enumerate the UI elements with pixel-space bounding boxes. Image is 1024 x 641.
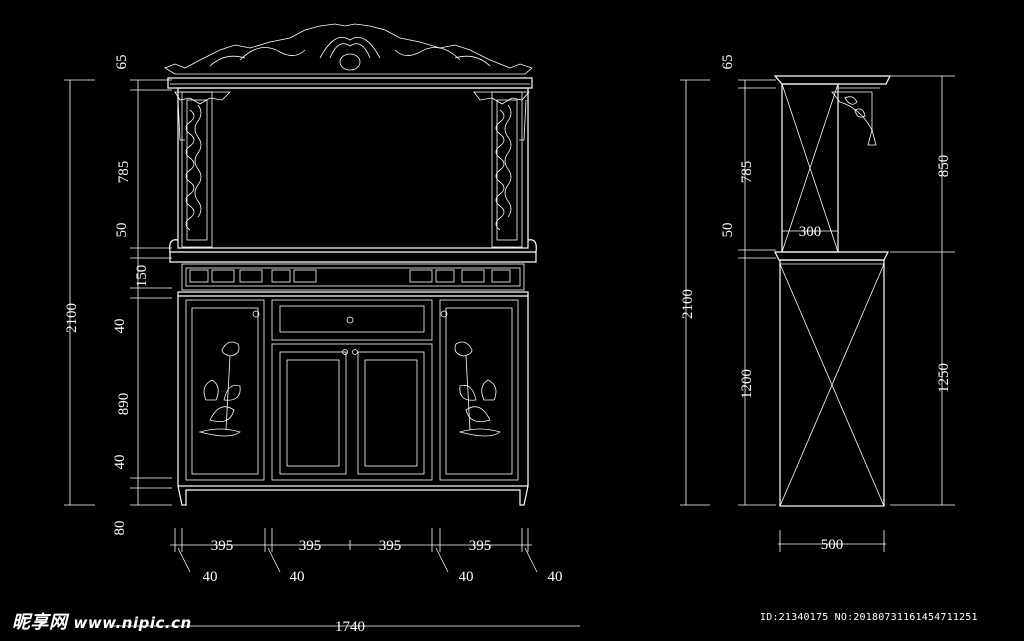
front-width-total: 1740	[335, 619, 365, 635]
side-cornice	[773, 75, 891, 85]
side-right-seg-1: 850	[936, 155, 952, 178]
image-id-line: ID:21340175 NO:20180731161454711251	[760, 612, 978, 623]
side-height-total: 2100	[680, 289, 696, 319]
side-bottom-depth: 500	[821, 537, 844, 553]
front-gap-2: 40	[290, 569, 305, 585]
front-gap-1: 40	[203, 569, 218, 585]
side-left-seg-2: 785	[739, 161, 755, 184]
left-carved-post	[174, 91, 231, 248]
drawer-band	[181, 263, 525, 291]
side-counter	[774, 251, 889, 261]
side-left-seg-1: 65	[720, 55, 736, 70]
front-bottom-width-2: 395	[299, 538, 322, 554]
side-bracket-carving	[831, 91, 877, 146]
side-lower-body	[779, 259, 885, 507]
watermark-logo-text: 昵享网	[12, 612, 68, 633]
cabinet-body	[177, 291, 529, 487]
front-dimensions: 2100 65 785 50 150 40 890 40 80	[64, 55, 580, 635]
front-bottom-width-3: 395	[379, 538, 402, 554]
center-drawer	[271, 299, 433, 341]
counter-top	[169, 239, 537, 263]
front-seg-3: 50	[114, 223, 130, 238]
mirror-frame	[177, 87, 529, 249]
front-height-total: 2100	[64, 303, 80, 333]
front-seg-7: 40	[112, 455, 128, 470]
side-view	[773, 75, 891, 507]
side-top-depth: 300	[799, 224, 822, 240]
front-seg-5: 40	[112, 319, 128, 334]
front-view	[164, 23, 537, 506]
right-carved-post	[473, 91, 530, 248]
front-seg-1: 65	[114, 55, 130, 70]
side-left-seg-3: 50	[720, 223, 736, 238]
front-bottom-width-1: 395	[211, 538, 234, 554]
legs	[177, 485, 529, 506]
side-right-seg-2: 1250	[936, 363, 952, 393]
front-gap-3: 40	[459, 569, 474, 585]
front-gap-4: 40	[548, 569, 563, 585]
cornice	[167, 77, 533, 89]
front-seg-2: 785	[116, 161, 132, 184]
front-seg-4: 150	[134, 265, 150, 288]
watermark-url: www.nipic.cn	[73, 614, 192, 632]
center-doors	[271, 343, 433, 481]
left-lotus-door	[185, 299, 265, 481]
front-bottom-width-4: 395	[469, 538, 492, 554]
side-dimensions: 2100 65 785 50 1200 300 850 1250 500	[680, 55, 955, 553]
crown-carving	[164, 23, 533, 85]
right-lotus-door	[439, 299, 519, 481]
front-seg-6: 890	[116, 393, 132, 416]
side-left-seg-4: 1200	[739, 369, 755, 399]
watermark-logo: 昵享网 www.nipic.cn	[12, 608, 192, 634]
front-seg-8: 80	[112, 521, 128, 536]
